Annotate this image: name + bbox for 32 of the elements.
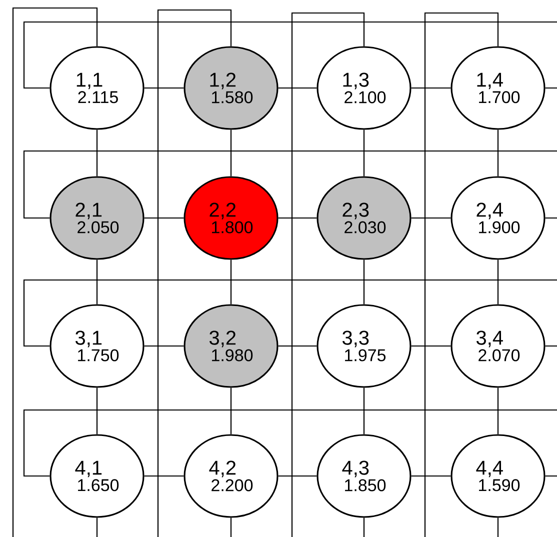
connector-line <box>411 475 451 477</box>
connector-line <box>363 130 365 176</box>
connector-line <box>23 150 557 219</box>
connector-line <box>23 21 557 89</box>
connector-line <box>230 388 232 434</box>
connector-line <box>144 345 184 347</box>
connector-line <box>96 130 98 176</box>
connector-line <box>278 475 317 477</box>
connector-line <box>424 12 499 537</box>
connector-line <box>363 388 365 434</box>
connector-line <box>291 12 365 537</box>
connector-line <box>497 130 499 176</box>
connector-line <box>230 130 232 176</box>
connector-line <box>96 388 98 434</box>
connector-line <box>23 409 557 477</box>
connector-line <box>278 217 317 219</box>
connector-line <box>157 9 232 537</box>
connector-line <box>411 217 451 219</box>
connector-line <box>23 279 557 347</box>
connector-line <box>363 260 365 304</box>
connector-line <box>144 87 184 89</box>
connector-line <box>497 388 499 434</box>
connector-line <box>230 260 232 304</box>
connector-line <box>411 345 451 347</box>
connector-line <box>12 7 98 537</box>
connector-line <box>411 87 451 89</box>
connector-line <box>144 475 184 477</box>
connector-line <box>278 87 317 89</box>
connector-line <box>497 260 499 304</box>
connector-line <box>278 345 317 347</box>
connector-line <box>144 217 184 219</box>
connector-line <box>96 260 98 304</box>
